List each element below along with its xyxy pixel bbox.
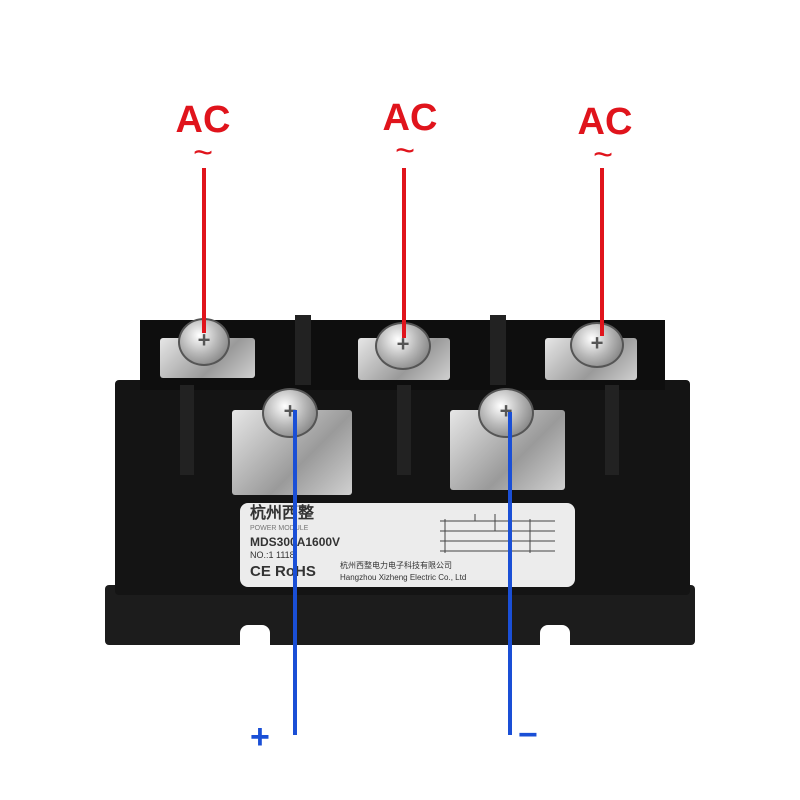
rib: [490, 315, 506, 385]
negative-sign: −: [518, 716, 538, 754]
rib: [605, 385, 619, 475]
label-brand: 杭州西整: [250, 505, 315, 522]
positive-sign: +: [250, 718, 270, 756]
label-serial: NO.:1 1118: [250, 550, 295, 560]
ac-screw-3: [570, 322, 624, 368]
module-base-flange: [105, 585, 695, 645]
ac-tilde-1: ~: [193, 134, 213, 172]
rib: [295, 315, 311, 385]
circuit-schematic-icon: [440, 514, 555, 553]
label-company-en: Hangzhou Xizheng Electric Co., Ltd: [340, 573, 467, 582]
label-company-cn: 杭州西整电力电子科技有限公司: [340, 561, 452, 570]
ac-label-3: AC: [577, 101, 633, 143]
ac-label-2: AC: [382, 97, 438, 139]
ac-line-2: [402, 168, 406, 338]
mounting-slot-right: [540, 625, 570, 650]
product-label: 杭州西整 POWER MODULE MDS300A1600V NO.:1 111…: [240, 503, 575, 587]
ac-label-1: AC: [175, 99, 231, 141]
rib: [180, 385, 194, 475]
ac-tilde-3: ~: [593, 136, 613, 174]
ac-line-1: [202, 168, 206, 333]
dc-negative-screw: [478, 388, 534, 438]
ac-line-3: [600, 168, 604, 336]
ac-tilde-2: ~: [395, 132, 415, 170]
label-subtitle: POWER MODULE: [250, 525, 309, 532]
dc-negative-line: [508, 412, 512, 735]
rib: [397, 385, 411, 475]
mounting-slot-left: [240, 625, 270, 650]
label-marks: CE RoHS: [250, 563, 316, 580]
dc-positive-line: [293, 410, 297, 735]
dc-positive-screw: [262, 388, 318, 438]
